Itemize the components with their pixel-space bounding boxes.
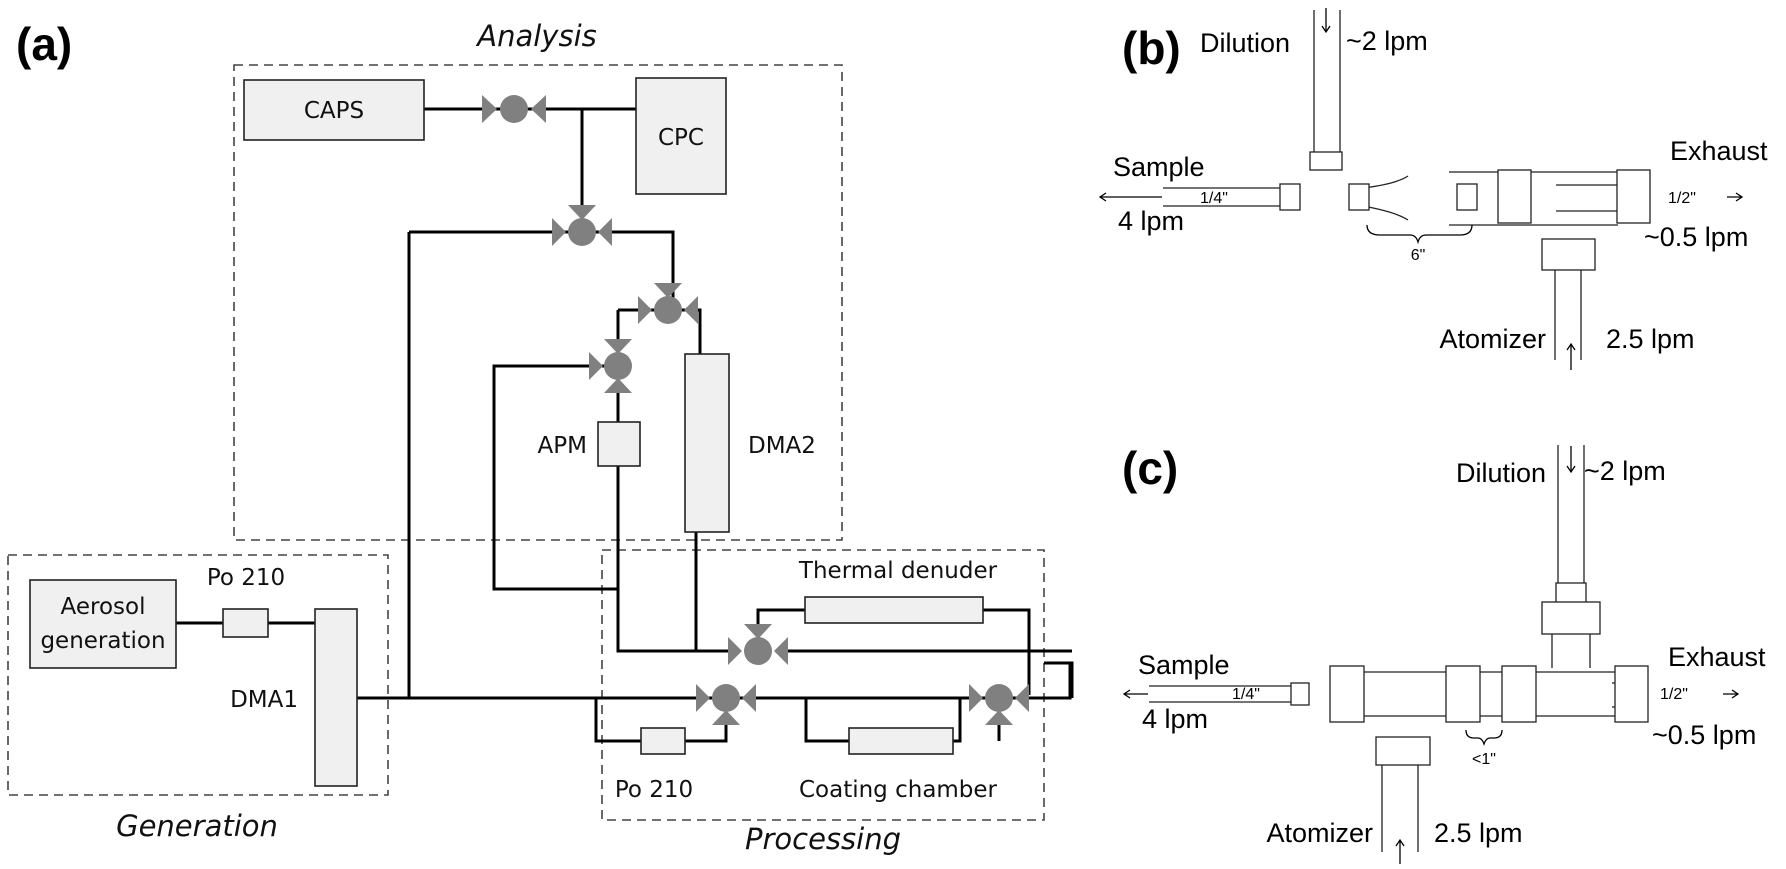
fitting — [1456, 183, 1478, 211]
b-dilution-label: Dilution — [1200, 28, 1290, 58]
b-sample-flow: 4 lpm — [1118, 206, 1184, 236]
valve-icon — [696, 684, 756, 725]
thermal-denuder-label: Thermal denuder — [798, 558, 998, 584]
panel-c: (c) Dilution ~2 lpm Sample 4 lpm Exhaust… — [1122, 442, 1766, 864]
c-dim-half: 1/2" — [1660, 686, 1688, 703]
processing-region — [601, 549, 1045, 821]
c-atomizer-label: Atomizer — [1266, 818, 1373, 848]
fitting — [1279, 183, 1301, 211]
fitting — [1290, 682, 1310, 706]
c-dilution-label: Dilution — [1456, 458, 1546, 488]
coating-chamber-box — [848, 727, 954, 755]
valve-icon — [482, 95, 546, 123]
valve-icon — [728, 624, 788, 665]
b-dim-length: 6" — [1411, 247, 1426, 264]
valve-icon — [638, 283, 698, 324]
valve-icon — [589, 339, 632, 393]
fitting — [1375, 736, 1431, 766]
analysis-label: Analysis — [475, 19, 596, 53]
fitting — [1501, 665, 1537, 723]
fitting — [1541, 601, 1601, 635]
panel-a: (a) Analysis Generation Processing — [7, 18, 1074, 856]
cpc-label: CPC — [658, 125, 704, 151]
po210-generation-box — [222, 608, 269, 638]
panel-letter-c: (c) — [1122, 442, 1178, 494]
po210-processing-box — [640, 727, 686, 755]
c-dim-length: <1" — [1472, 751, 1496, 768]
panel-letter-a: (a) — [16, 18, 72, 70]
fitting — [1497, 169, 1532, 224]
fitting — [1616, 169, 1651, 224]
fitting — [1555, 582, 1587, 604]
valve-icon — [969, 684, 1029, 725]
apm-box — [597, 421, 641, 467]
c-dilution-flow: ~2 lpm — [1584, 456, 1666, 486]
c-sample-flow: 4 lpm — [1142, 704, 1208, 734]
c-dim-quarter: 1/4" — [1232, 686, 1260, 703]
panel-b: (b) Dilution ~2 lpm Sample 4 lpm Exhaust… — [1098, 8, 1768, 370]
b-sample-label: Sample — [1113, 152, 1205, 182]
fitting — [1614, 665, 1649, 723]
fitting — [1348, 183, 1370, 211]
c-atomizer-flow: 2.5 lpm — [1434, 818, 1523, 848]
aerosol-generation-label-line2: generation — [40, 628, 165, 654]
b-dilution-flow: ~2 lpm — [1346, 26, 1428, 56]
b-dim-half: 1/2" — [1668, 190, 1696, 207]
thermal-denuder-box — [804, 596, 984, 624]
valve-icon — [552, 205, 612, 246]
fitting — [1445, 665, 1481, 723]
fitting — [1309, 151, 1343, 171]
processing-label: Processing — [745, 822, 901, 856]
aerosol-generation-label-line1: Aerosol — [61, 594, 146, 620]
dma1-label: DMA1 — [230, 687, 298, 713]
b-atomizer-flow: 2.5 lpm — [1606, 324, 1695, 354]
caps-label: CAPS — [304, 98, 364, 124]
apm-label: APM — [538, 433, 587, 459]
dma2-label: DMA2 — [748, 433, 816, 459]
generation-label: Generation — [116, 809, 278, 843]
generation-region — [7, 554, 389, 796]
c-sample-label: Sample — [1138, 650, 1230, 680]
panel-letter-b: (b) — [1122, 22, 1181, 74]
c-exhaust-flow: ~0.5 lpm — [1652, 720, 1756, 750]
aerosol-generation-box — [29, 579, 177, 669]
coating-chamber-label: Coating chamber — [799, 777, 998, 803]
analysis-region — [233, 64, 843, 541]
b-atomizer-label: Atomizer — [1439, 324, 1546, 354]
cpc-box — [635, 77, 727, 195]
po210-processing-label: Po 210 — [615, 777, 693, 803]
fitting — [1329, 665, 1365, 723]
po210-generation-label: Po 210 — [207, 565, 285, 591]
dma1-box — [314, 608, 358, 787]
b-exhaust-flow: ~0.5 lpm — [1644, 222, 1748, 252]
dma2-box — [684, 353, 730, 533]
fitting — [1541, 238, 1596, 271]
b-dim-quarter: 1/4" — [1200, 190, 1228, 207]
b-exhaust-label: Exhaust — [1670, 136, 1768, 166]
c-exhaust-label: Exhaust — [1668, 642, 1766, 672]
caps-box — [243, 79, 425, 141]
